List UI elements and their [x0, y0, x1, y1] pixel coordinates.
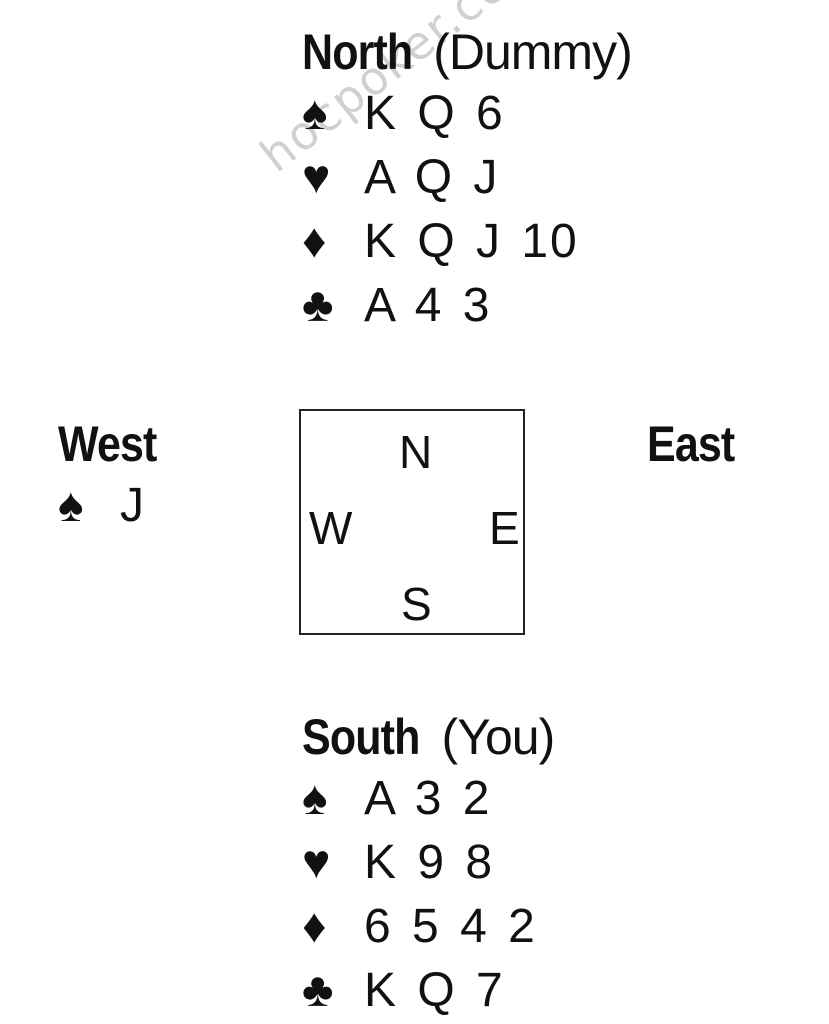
south-diamond-cards: 6 5 4 2: [364, 900, 537, 953]
south-club-cards: K Q 7: [364, 964, 505, 1017]
south-clubs: ♣ K Q 7: [302, 959, 554, 1023]
north-spades: ♠ K Q 6: [302, 82, 632, 146]
diamond-icon: ♦: [302, 900, 327, 953]
south-hearts: ♥ K 9 8: [302, 831, 554, 895]
north-diamond-cards: K Q J 10: [364, 215, 579, 268]
east-title: East: [647, 414, 749, 474]
south-role: (You): [441, 709, 556, 765]
south-title: South (You): [302, 707, 556, 767]
compass-west-label: W: [309, 502, 353, 554]
south-name: South: [302, 709, 420, 765]
north-spade-cards: K Q 6: [364, 87, 505, 140]
south-diamonds: ♦ 6 5 4 2: [302, 895, 554, 959]
west-spade-cards: J: [120, 479, 146, 532]
north-hearts: ♥ A Q J: [302, 146, 632, 210]
north-role: (Dummy): [433, 24, 633, 80]
south-hand: South (You) ♠ A 3 2 ♥ K 9 8 ♦ 6 5 4 2 ♣ …: [302, 707, 556, 1023]
compass-north-label: N: [399, 426, 433, 478]
spade-icon: ♠: [302, 772, 328, 825]
spade-icon: ♠: [302, 87, 328, 140]
north-hand: North (Dummy) ♠ K Q 6 ♥ A Q J ♦ K Q J 10…: [302, 22, 633, 338]
north-title: North (Dummy): [302, 22, 633, 82]
north-heart-cards: A Q J: [364, 151, 500, 204]
west-name: West: [58, 416, 157, 472]
west-title: West: [58, 414, 173, 474]
west-hand: West ♠ J: [58, 414, 173, 538]
heart-icon: ♥: [302, 836, 331, 889]
compass-box: N W E S: [299, 409, 525, 635]
south-heart-cards: K 9 8: [364, 836, 495, 889]
west-spades: ♠ J: [58, 474, 173, 538]
east-hand: East: [647, 414, 749, 474]
spade-icon: ♠: [58, 479, 84, 532]
diamond-icon: ♦: [302, 215, 327, 268]
heart-icon: ♥: [302, 151, 331, 204]
compass-south-label: S: [401, 578, 432, 630]
north-diamonds: ♦ K Q J 10: [302, 210, 632, 274]
north-club-cards: A 4 3: [364, 279, 492, 332]
compass-east-label: E: [489, 502, 520, 554]
south-spades: ♠ A 3 2: [302, 767, 554, 831]
club-icon: ♣: [302, 279, 334, 332]
east-name: East: [647, 416, 735, 472]
south-spade-cards: A 3 2: [364, 772, 492, 825]
club-icon: ♣: [302, 964, 334, 1017]
north-name: North: [302, 24, 413, 80]
north-clubs: ♣ A 4 3: [302, 274, 632, 338]
